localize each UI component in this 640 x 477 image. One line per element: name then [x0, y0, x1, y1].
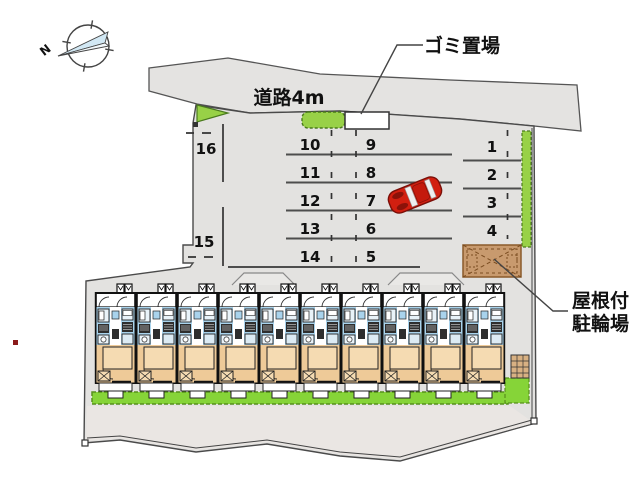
- parking-space-11: 11: [300, 164, 321, 182]
- parking-space-14: 14: [300, 248, 321, 266]
- apartment-unit: [381, 282, 424, 400]
- apartment-unit: [258, 282, 301, 400]
- curb-marking: [231, 272, 296, 286]
- red-car: [387, 176, 443, 214]
- bike-shed-label-line2: 駐輪場: [572, 312, 629, 335]
- compass-north-label: N: [37, 42, 54, 59]
- apartment-unit: [463, 282, 506, 400]
- parking-space-1: 1: [487, 138, 497, 156]
- parking-space-2: 2: [487, 166, 497, 184]
- parking-dashed-lines: [186, 124, 509, 270]
- parking-space-7: 7: [366, 192, 376, 210]
- apartment-unit: [176, 282, 219, 400]
- bike-shed: [462, 244, 522, 278]
- parking-space-9: 9: [366, 136, 376, 154]
- apartment-building: [94, 282, 506, 400]
- parking-space-12: 12: [300, 192, 321, 210]
- apartment-unit: [422, 282, 465, 400]
- parking-space-10: 10: [300, 136, 321, 154]
- parking-space-15: 15: [194, 233, 215, 251]
- boundary-post: [530, 417, 538, 425]
- site-south-yard: [86, 406, 534, 459]
- curb-marking: [387, 272, 465, 286]
- garbage-leader-line: [360, 44, 423, 115]
- apartment-unit: [135, 282, 178, 400]
- hedge-north: [301, 111, 346, 129]
- parking-space-16: 16: [196, 140, 217, 158]
- compass: N: [37, 20, 114, 72]
- garbage-label: ゴミ置場: [424, 34, 500, 57]
- garbage-area: [344, 111, 390, 130]
- boundary-post: [193, 122, 198, 127]
- apartment-unit: [217, 282, 260, 400]
- parking-space-13: 13: [300, 220, 321, 238]
- hedge-northwest: [196, 104, 231, 123]
- apartment-unit: [340, 282, 383, 400]
- parking-space-8: 8: [366, 164, 376, 182]
- parking-space-6: 6: [366, 220, 376, 238]
- south-boundary-inner-line: [86, 419, 533, 458]
- bike-shed-label-line1: 屋根付: [572, 289, 629, 312]
- parking-space-3: 3: [487, 194, 497, 212]
- boundary-post: [81, 439, 89, 447]
- apartment-unit: [299, 282, 342, 400]
- apartment-unit: [94, 282, 137, 400]
- red-dot-marker: [13, 340, 18, 345]
- storage-rack-east: [510, 354, 530, 379]
- north-needle: [57, 42, 111, 57]
- road-label: 道路4m: [253, 86, 324, 109]
- parking-space-5: 5: [366, 248, 376, 266]
- grass-patch-east: [504, 377, 530, 404]
- parking-space-4: 4: [487, 222, 497, 240]
- bike-shed-leader-line: [493, 258, 568, 312]
- hedge-east: [521, 130, 532, 248]
